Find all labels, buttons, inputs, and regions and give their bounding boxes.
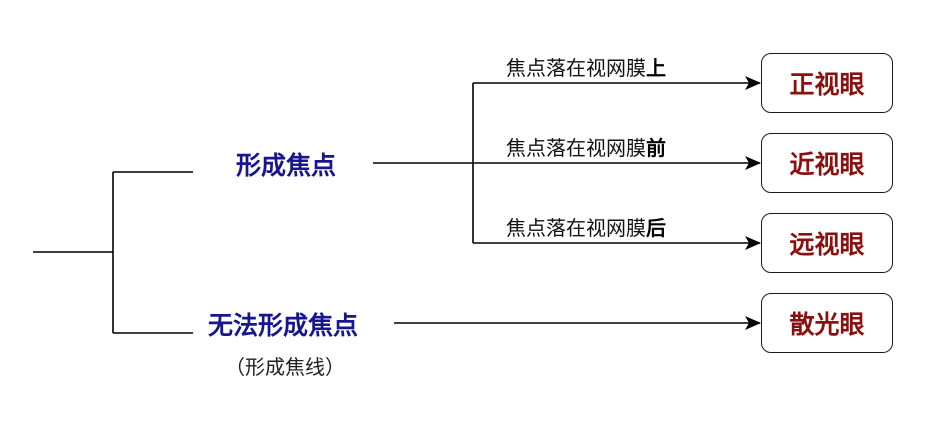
result-label: 近视眼 — [789, 150, 865, 179]
edge-label-behind-retina: 焦点落在视网膜后 — [506, 212, 666, 241]
edge-label-emphasis: 前 — [646, 136, 666, 160]
edge-label-before-retina: 焦点落在视网膜前 — [506, 132, 666, 161]
edge-label-on-retina: 焦点落在视网膜上 — [506, 52, 666, 81]
result-myopia-box: 近视眼 — [761, 133, 893, 193]
branch-no-focus-sublabel: （形成焦线） — [225, 355, 345, 379]
edge-label-prefix: 焦点落在视网膜 — [506, 56, 646, 80]
edge-label-emphasis: 上 — [646, 56, 666, 80]
branch-no-focus-label: 无法形成焦点 — [208, 311, 359, 340]
result-label: 散光眼 — [789, 310, 865, 339]
result-label: 正视眼 — [789, 70, 865, 99]
result-astigmatism-box: 散光眼 — [761, 293, 893, 353]
branch-focus-label: 形成焦点 — [236, 151, 337, 180]
edge-label-prefix: 焦点落在视网膜 — [506, 136, 646, 160]
result-emmetropia-box: 正视眼 — [761, 53, 893, 113]
result-label: 远视眼 — [789, 230, 865, 259]
result-hyperopia-box: 远视眼 — [761, 213, 893, 273]
edge-label-prefix: 焦点落在视网膜 — [506, 216, 646, 240]
edge-label-emphasis: 后 — [646, 216, 666, 240]
